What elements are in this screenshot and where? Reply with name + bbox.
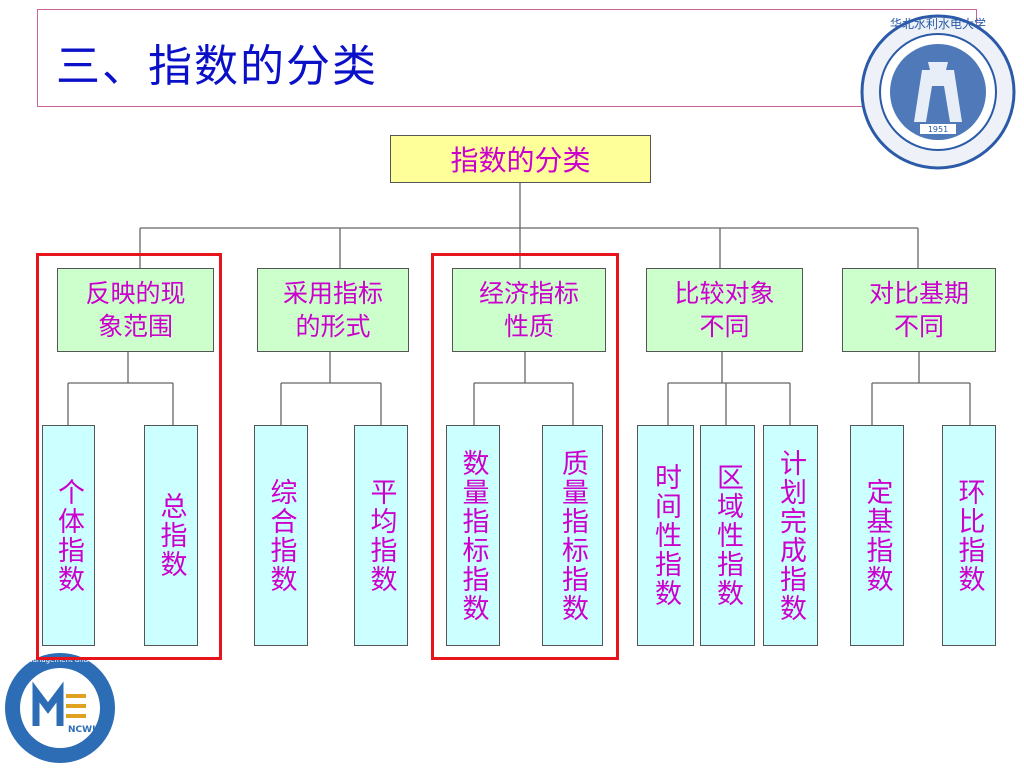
seal-name: 华北水利水电大学 [890, 16, 986, 31]
leaf-node: 计划完成指数 [763, 425, 818, 646]
leaf-node: 总指数 [144, 425, 198, 646]
page-title: 三、指数的分类 [56, 41, 378, 92]
leaf-node: 数量指标指数 [446, 425, 500, 646]
leaf-node: 区域性指数 [700, 425, 755, 646]
logo-ring-text: School of Management and Economics [2, 656, 118, 664]
leaf-node: 平均指数 [354, 425, 408, 646]
logo-text: NCWU [68, 725, 99, 735]
category-node: 比较对象 不同 [646, 268, 803, 352]
category-node: 反映的现 象范围 [57, 268, 214, 352]
root-node: 指数的分类 [390, 135, 651, 183]
seal-year: 1951 [928, 125, 948, 134]
highlight-frame [431, 253, 619, 660]
category-node: 采用指标 的形式 [257, 268, 409, 352]
leaf-node: 综合指数 [254, 425, 308, 646]
leaf-node: 质量指标指数 [542, 425, 603, 646]
leaf-node: 时间性指数 [637, 425, 694, 646]
leaf-node: 定基指数 [850, 425, 904, 646]
category-node: 经济指标 性质 [452, 268, 606, 352]
school-logo-icon: NCWU School of Management and Economics [2, 653, 118, 763]
leaf-node: 个体指数 [42, 425, 95, 646]
category-node: 对比基期 不同 [842, 268, 996, 352]
leaf-node: 环比指数 [942, 425, 996, 646]
highlight-frame [36, 253, 222, 660]
university-seal-icon: 1951 华北水利水电大学 [860, 14, 1016, 170]
